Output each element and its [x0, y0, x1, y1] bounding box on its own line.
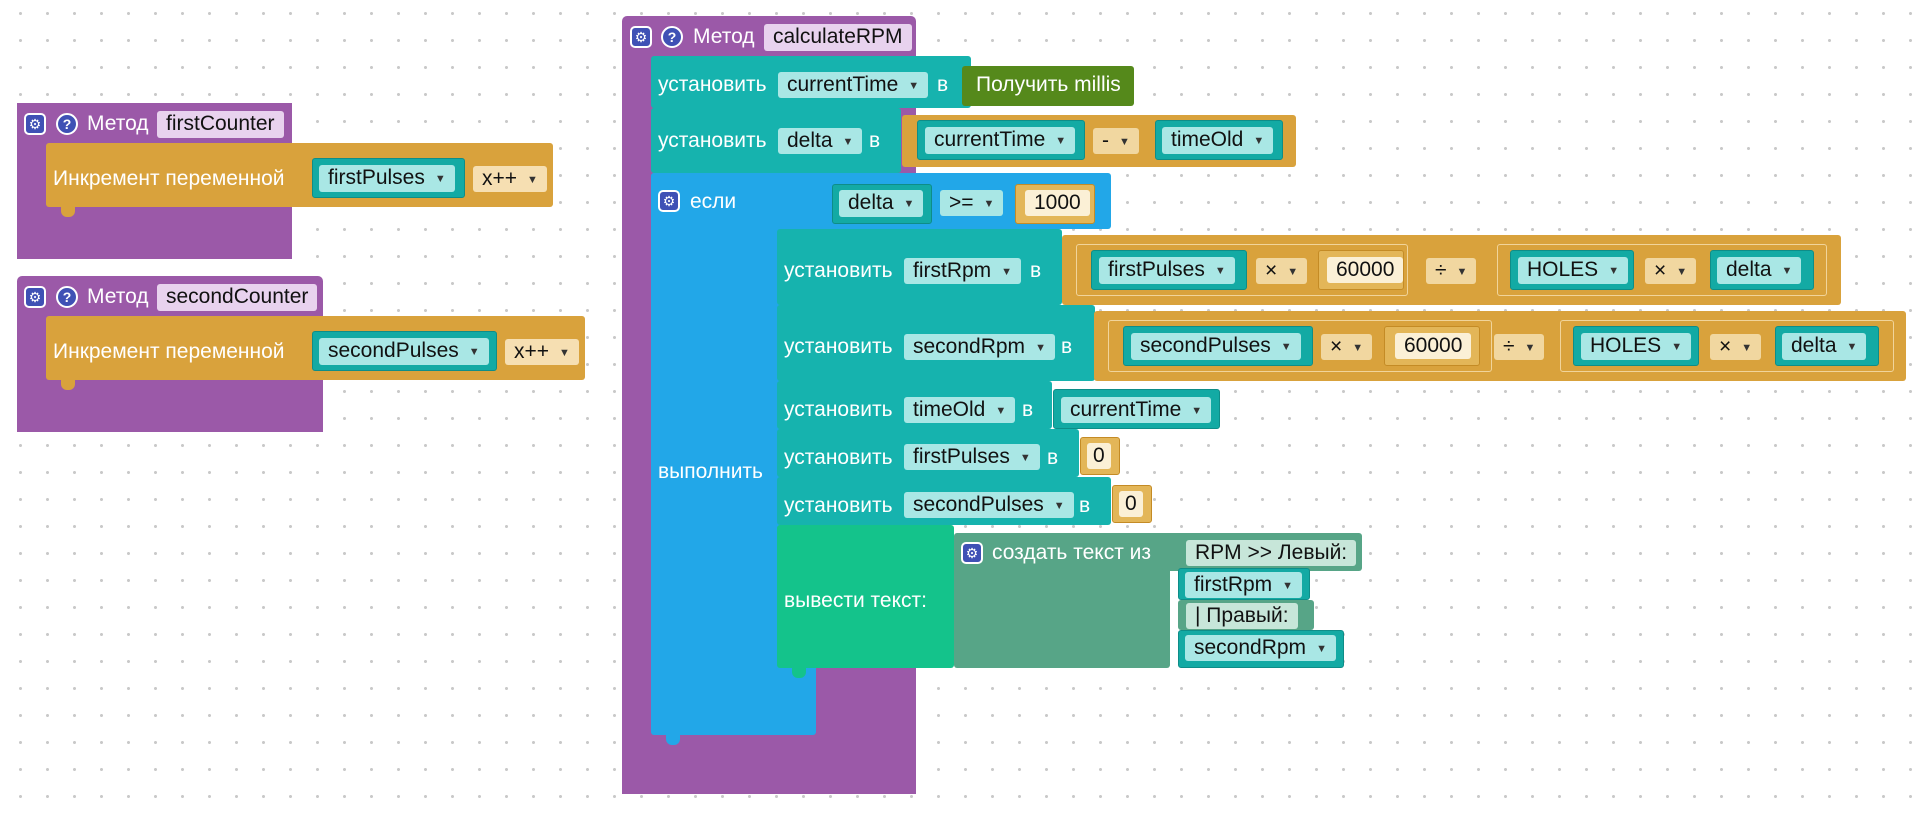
variable-dropdown[interactable]: delta▼	[778, 128, 863, 154]
variable-dropdown[interactable]: currentTime▼	[1061, 397, 1212, 423]
method-keyword: Метод	[693, 25, 755, 48]
variable-dropdown[interactable]: secondPulses▼	[319, 338, 489, 365]
method-name-field[interactable]: calculateRPM	[764, 24, 912, 51]
variable-dropdown[interactable]: currentTime▼	[778, 72, 929, 98]
operator-dropdown[interactable]: -▼	[1093, 128, 1139, 154]
set-keyword: установить	[658, 73, 767, 96]
create-text-label: создать текст из	[992, 541, 1152, 564]
variable-dropdown[interactable]: firstPulses▼	[319, 165, 455, 192]
variable-dropdown[interactable]: delta▼	[1717, 257, 1802, 284]
variable-dropdown[interactable]: secondRpm▼	[1185, 635, 1336, 661]
set-keyword: установить	[784, 335, 893, 358]
variable-dropdown[interactable]: HOLES▼	[1518, 257, 1629, 284]
method-name-field[interactable]: firstCounter	[157, 111, 284, 138]
variable-dropdown[interactable]: timeOld▼	[1162, 127, 1274, 154]
increment-label: Инкремент переменной	[53, 340, 285, 363]
if-label: если	[690, 190, 737, 213]
variable-dropdown[interactable]: timeOld▼	[904, 397, 1016, 423]
gear-icon[interactable]: ⚙	[630, 26, 652, 48]
operator-dropdown[interactable]: ×▼	[1321, 334, 1373, 360]
variable-dropdown[interactable]: currentTime▼	[925, 127, 1076, 154]
do-label: выполнить	[658, 460, 763, 483]
operator-dropdown[interactable]: ×▼	[1710, 334, 1762, 360]
to-keyword: в	[1030, 259, 1042, 282]
to-keyword: в	[1022, 398, 1034, 421]
variable-dropdown[interactable]: firstPulses▼	[904, 444, 1040, 470]
gear-icon[interactable]: ⚙	[24, 286, 46, 308]
number-field[interactable]: 1000	[1025, 190, 1090, 216]
text-field[interactable]: | Правый:	[1186, 603, 1298, 629]
variable-dropdown[interactable]: secondPulses▼	[904, 492, 1074, 518]
set-keyword: установить	[784, 494, 893, 517]
variable-dropdown[interactable]: delta▼	[1782, 333, 1867, 360]
variable-dropdown[interactable]: firstPulses▼	[1099, 257, 1235, 284]
text-field[interactable]: RPM >> Левый:	[1186, 540, 1357, 566]
method-keyword: Метод	[87, 285, 149, 308]
variable-dropdown[interactable]: secondRpm▼	[904, 334, 1055, 360]
to-keyword: в	[869, 129, 881, 152]
set-keyword: установить	[784, 398, 893, 421]
print-text-label: вывести текст:	[784, 589, 927, 612]
to-keyword: в	[1061, 335, 1073, 358]
method-name-field[interactable]: secondCounter	[157, 284, 318, 311]
to-keyword: в	[1047, 446, 1059, 469]
set-keyword: установить	[784, 446, 893, 469]
variable-dropdown[interactable]: delta▼	[839, 190, 924, 217]
number-field[interactable]: 60000	[1327, 257, 1404, 283]
set-keyword: установить	[784, 259, 893, 282]
number-field[interactable]: 60000	[1395, 333, 1472, 359]
get-millis-label: Получить millis	[976, 73, 1121, 96]
variable-dropdown[interactable]: HOLES▼	[1581, 333, 1692, 360]
operator-dropdown[interactable]: ×▼	[1645, 258, 1697, 284]
variable-dropdown[interactable]: secondPulses▼	[1131, 333, 1301, 360]
variable-dropdown[interactable]: firstRpm▼	[1185, 572, 1303, 598]
compare-operator-dropdown[interactable]: >=▼	[940, 190, 1004, 216]
help-icon[interactable]: ?	[661, 26, 683, 48]
increment-label: Инкремент переменной	[53, 167, 285, 190]
number-field[interactable]: 0	[1087, 443, 1111, 469]
variable-dropdown[interactable]: firstRpm▼	[904, 258, 1022, 284]
operator-dropdown[interactable]: ×▼	[1256, 258, 1308, 284]
print-text-block[interactable]	[777, 525, 954, 668]
increment-op-dropdown[interactable]: x++▼	[473, 166, 547, 192]
get-millis-block[interactable]	[962, 66, 1134, 106]
set-keyword: установить	[658, 129, 767, 152]
increment-op-dropdown[interactable]: x++▼	[505, 339, 579, 365]
help-icon[interactable]: ?	[56, 286, 78, 308]
method-keyword: Метод	[87, 112, 149, 135]
help-icon[interactable]: ?	[56, 113, 78, 135]
operator-dropdown[interactable]: ÷▼	[1426, 258, 1477, 284]
increment-block[interactable]	[46, 143, 553, 207]
gear-icon[interactable]: ⚙	[961, 542, 983, 564]
create-text-block[interactable]	[954, 533, 1170, 668]
gear-icon[interactable]: ⚙	[24, 113, 46, 135]
number-field[interactable]: 0	[1119, 491, 1143, 517]
operator-dropdown[interactable]: ÷▼	[1494, 334, 1545, 360]
to-keyword: в	[937, 73, 949, 96]
gear-icon[interactable]: ⚙	[658, 190, 680, 212]
to-keyword: в	[1079, 494, 1091, 517]
